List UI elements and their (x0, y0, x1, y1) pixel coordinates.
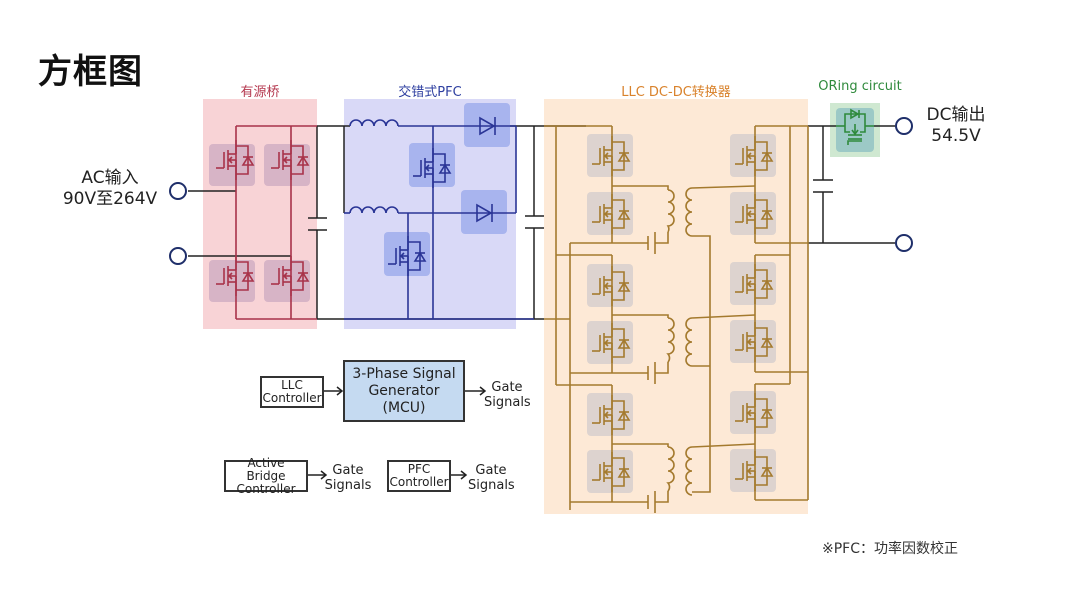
active-bridge-label: 有源桥 (240, 85, 280, 100)
dc-output-voltage: 54.5V (931, 126, 981, 146)
inductor-icon (349, 119, 399, 127)
pfc-circuit (344, 116, 534, 320)
gate-label-line2: Signals (484, 395, 531, 410)
ac-input-range: 90V至264V (62, 189, 158, 209)
inductor-icon (349, 206, 399, 214)
oring-mosfet-icon (836, 108, 874, 145)
footnote: ※PFC：功率因数校正 (822, 541, 959, 557)
llc-converter-label: LLC DC-DC转换器 (621, 85, 731, 100)
transformer-primary-icon (666, 446, 675, 492)
dc-output-terminal-neg (895, 234, 913, 252)
dc-output-terminal-pos (895, 117, 913, 135)
active-bridge-circuit (215, 125, 317, 320)
transformer-primary-icon (666, 189, 675, 233)
llc-controller-line2: Controller (262, 391, 322, 405)
transformer-primary-icon (666, 317, 675, 363)
gate-label-line2: Signals (468, 478, 515, 493)
pfc-controller-line1: PFC (407, 462, 431, 476)
generator-line2: Generator (368, 382, 440, 399)
gate-label-line1: Gate (475, 463, 507, 478)
control-arrows (308, 386, 487, 480)
page-title: 方框图 (38, 52, 143, 92)
transformer-secondary-icon (685, 317, 693, 367)
generator-line3: (MCU) (382, 399, 426, 416)
gate-label-line1: Gate (491, 380, 523, 395)
active-bridge-pads (209, 144, 310, 302)
llc-controller-line1: LLC (281, 378, 303, 392)
ac-input-terminal-1 (169, 182, 187, 200)
active-bridge-controller-line1: Active Bridge (246, 455, 286, 483)
transformer-secondary-icon (685, 187, 693, 237)
pfc-controller-line2: Controller (389, 475, 449, 489)
gate-label-line1: Gate (332, 463, 364, 478)
oring-circuit-label: ORing circuit (818, 79, 902, 94)
transformer-secondary-icon (685, 446, 693, 496)
ac-input-terminal-2 (169, 247, 187, 265)
active-bridge-controller-line2: Controller (236, 481, 296, 496)
dc-output-title: DC输出 (926, 105, 986, 125)
gate-label-line2: Signals (324, 478, 372, 493)
ac-input-label: AC输入 90V至264V (52, 168, 168, 210)
interleaved-pfc-label: 交错式PFC (398, 85, 462, 100)
generator-line1: 3-Phase Signal (352, 365, 456, 382)
dc-output-label: DC输出 54.5V (918, 105, 994, 147)
ac-input-title: AC输入 (81, 168, 139, 188)
llc-circuit (544, 125, 809, 513)
